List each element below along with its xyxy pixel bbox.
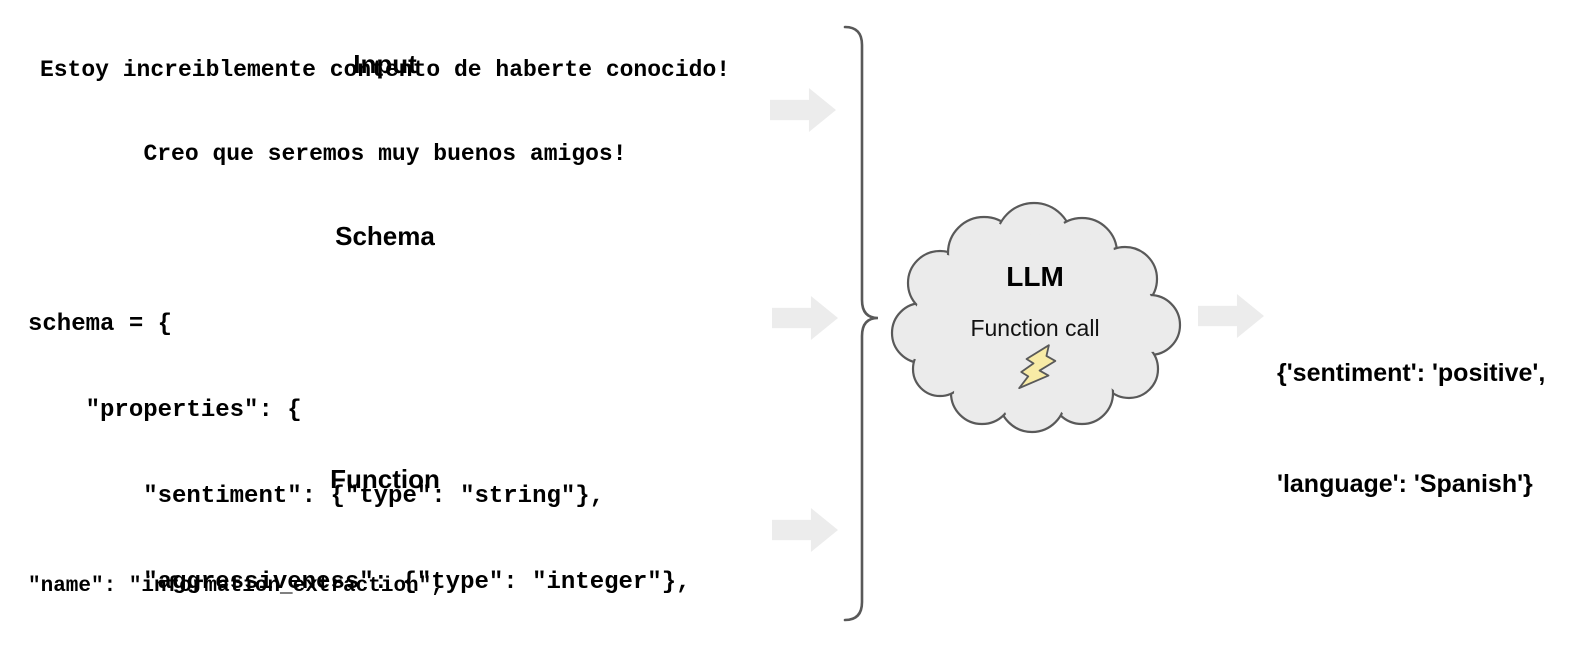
schema-code-block: schema = { "properties": { "sentiment": … [28, 254, 691, 647]
function-section-title: Function [330, 464, 440, 494]
output-flow-arrow-icon [1198, 294, 1264, 338]
function-call-label: Function call [970, 315, 1100, 341]
schema-flow-arrow-icon [772, 296, 838, 340]
function-code-line: "name": "information_extraction", [28, 575, 444, 598]
function-flow-arrow-icon [772, 508, 838, 552]
llm-cloud-shape [890, 201, 1182, 434]
input-flow-arrow-icon [770, 88, 836, 132]
lightning-bolt-icon [1018, 344, 1057, 390]
function-code-block: "name": "information_extraction", "descr… [28, 493, 734, 647]
schema-code-line: schema = { [28, 311, 173, 339]
output-result-line: {'sentiment': 'positive', [1277, 359, 1546, 387]
output-result-block: {'sentiment': 'positive', 'language': 'S… [1277, 281, 1545, 577]
schema-code-line: "aggressiveness": {"type": "integer"}, [28, 568, 691, 596]
llm-label: LLM [1006, 261, 1064, 292]
input-line: Creo que seremos muy buenos amigos! [143, 141, 627, 167]
input-section-title: Input [353, 49, 417, 79]
input-line: Estoy increiblemente contento de haberte… [39, 57, 731, 83]
schema-section-title: Schema [335, 221, 435, 251]
output-result-line: 'language': 'Spanish'} [1277, 470, 1533, 498]
input-text-block: Estoy increiblemente contento de haberte… [0, 0, 770, 224]
grouping-brace [843, 25, 879, 622]
schema-code-line: "properties": { [28, 396, 302, 424]
schema-code-line: "sentiment": {"type": "string"}, [28, 482, 605, 510]
